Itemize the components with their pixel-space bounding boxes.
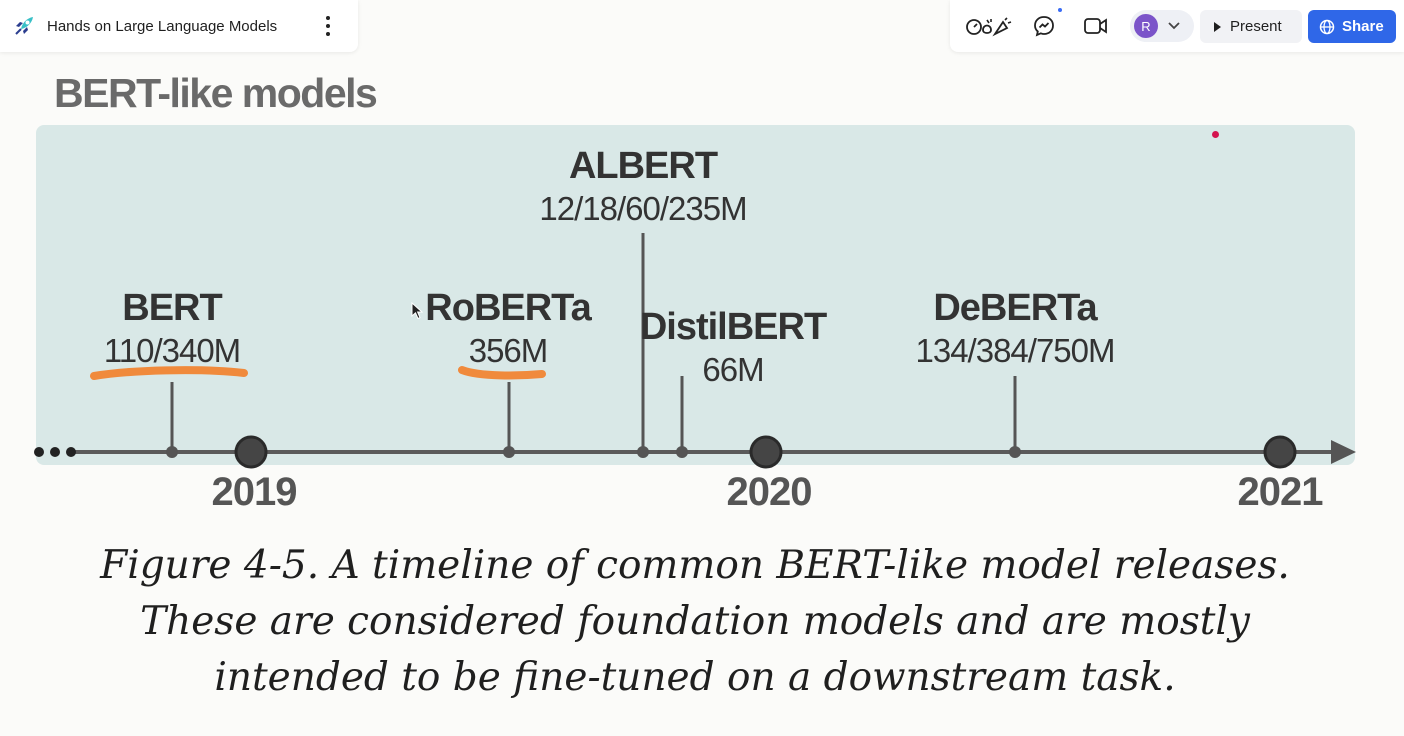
model-params-roberta: 356M bbox=[468, 332, 549, 369]
model-params-deberta: 134/384/750M bbox=[915, 332, 1115, 369]
model-name-bert: BERT bbox=[122, 287, 222, 329]
share-button-label: Share bbox=[1342, 18, 1384, 35]
reactions-icon[interactable] bbox=[964, 12, 1014, 40]
model-tick-deberta bbox=[1009, 446, 1021, 458]
ellipsis-dot bbox=[66, 447, 76, 457]
globe-icon bbox=[1319, 19, 1335, 34]
figure-caption: Figure 4-5. A timeline of common BERT-li… bbox=[40, 538, 1350, 706]
model-tick-distilbert bbox=[676, 446, 688, 458]
present-button[interactable]: Present bbox=[1200, 10, 1302, 43]
year-marker-2019 bbox=[234, 435, 268, 469]
model-name-deberta: DeBERTa bbox=[933, 287, 1097, 329]
toolbar: R Present Share bbox=[950, 0, 1404, 52]
share-button[interactable]: Share bbox=[1308, 10, 1396, 43]
ellipsis-dot bbox=[50, 447, 60, 457]
chevron-down-icon[interactable] bbox=[1168, 17, 1180, 35]
year-label-2019: 2019 bbox=[211, 470, 298, 514]
collaborators-menu[interactable]: R bbox=[1130, 10, 1194, 42]
caption-line: intended to be fine-tuned on a downstrea… bbox=[214, 655, 1176, 700]
highlight-underline-roberta bbox=[458, 366, 546, 380]
caption-line: These are considered foundation models a… bbox=[140, 599, 1250, 644]
slide-heading: BERT-like models bbox=[54, 70, 378, 116]
model-tick-albert bbox=[637, 446, 649, 458]
year-marker-2020 bbox=[749, 435, 783, 469]
timeline-panel bbox=[36, 125, 1355, 465]
timeline-arrowhead bbox=[1331, 440, 1356, 464]
model-tick-roberta bbox=[503, 446, 515, 458]
chat-bubble-icon[interactable] bbox=[1030, 12, 1058, 40]
caption-line: Figure 4-5. A timeline of common BERT-li… bbox=[100, 543, 1290, 588]
model-tick-bert bbox=[166, 446, 178, 458]
rocket-logo-icon[interactable] bbox=[12, 14, 36, 38]
video-camera-icon[interactable] bbox=[1082, 12, 1110, 40]
year-label-2020: 2020 bbox=[726, 470, 813, 514]
model-name-albert: ALBERT bbox=[568, 145, 718, 187]
notification-dot bbox=[1058, 8, 1062, 12]
document-title[interactable]: Hands on Large Language Models bbox=[47, 17, 278, 35]
avatar[interactable]: R bbox=[1134, 14, 1158, 38]
model-params-distilbert: 66M bbox=[702, 351, 764, 388]
year-marker-2021 bbox=[1263, 435, 1297, 469]
present-button-label: Present bbox=[1230, 18, 1282, 35]
vertical-ellipsis-icon[interactable] bbox=[320, 14, 336, 38]
model-name-distilbert: DistilBERT bbox=[639, 306, 827, 348]
play-icon bbox=[1214, 21, 1221, 32]
laser-pointer-dot bbox=[1212, 131, 1219, 138]
model-params-albert: 12/18/60/235M bbox=[539, 190, 747, 227]
mouse-cursor-icon bbox=[411, 301, 424, 325]
document-header: Hands on Large Language Models bbox=[0, 0, 358, 52]
ellipsis-dot bbox=[34, 447, 44, 457]
model-name-roberta: RoBERTa bbox=[425, 287, 591, 329]
year-label-2021: 2021 bbox=[1237, 470, 1324, 514]
highlight-underline-bert bbox=[90, 366, 248, 380]
model-params-bert: 110/340M bbox=[103, 332, 241, 369]
